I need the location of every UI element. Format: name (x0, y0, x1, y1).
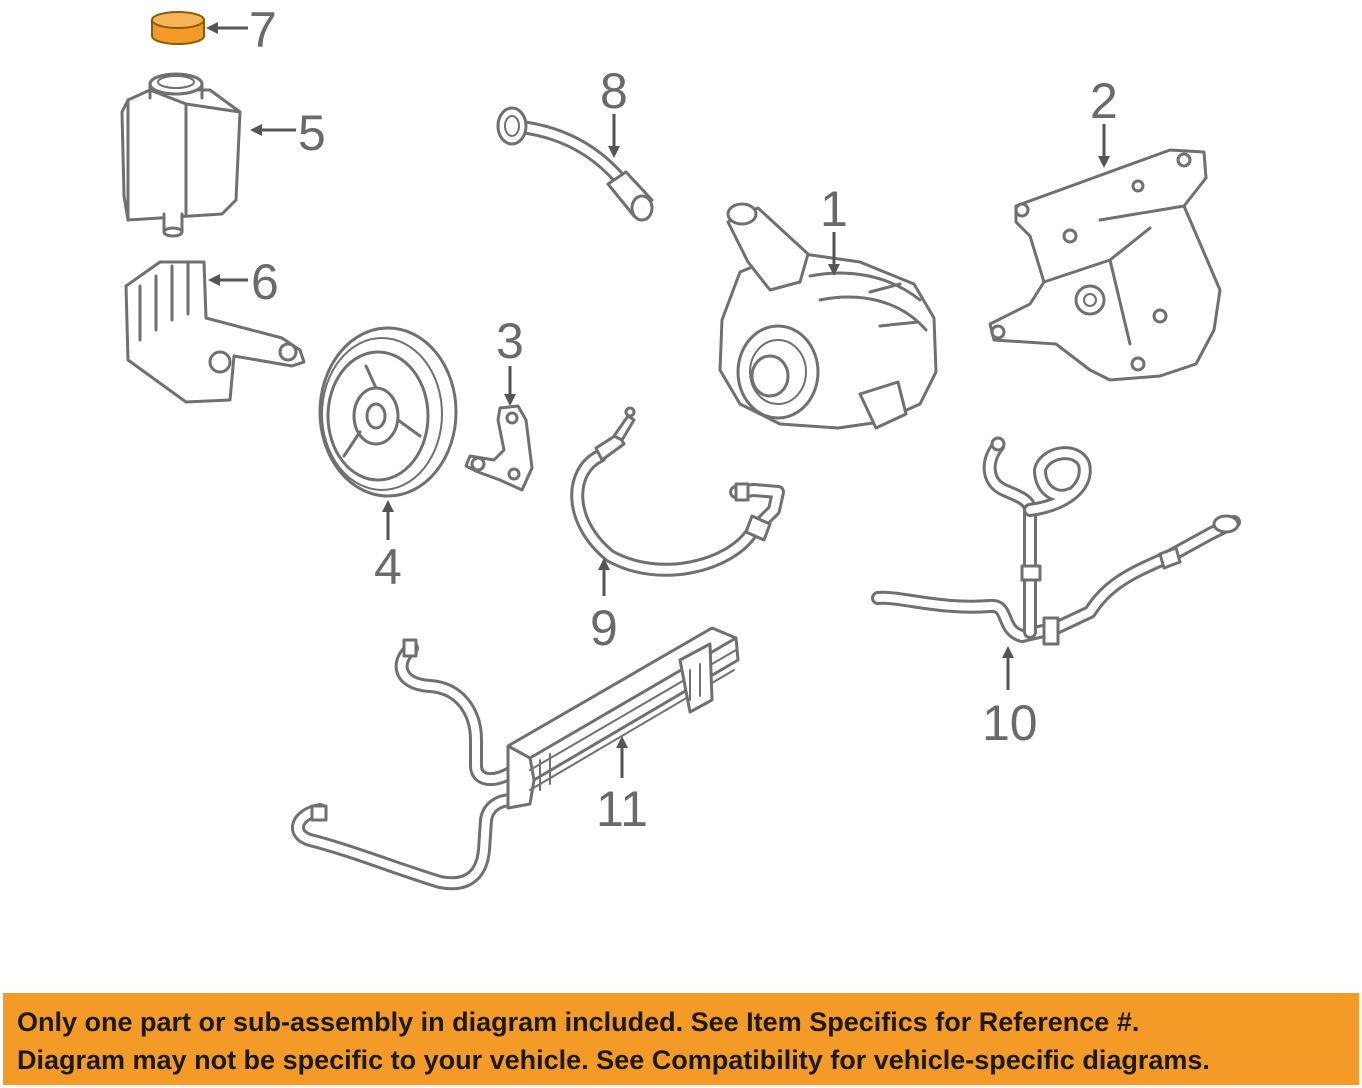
callout-4: 4 (374, 539, 402, 595)
callout-arrow-9 (598, 558, 610, 596)
callout-1: 1 (820, 181, 848, 237)
callout-3: 3 (496, 313, 524, 369)
part-2-pump-mounting-bracket[interactable] (988, 148, 1222, 382)
callout-6: 6 (251, 254, 279, 310)
part-1-power-steering-pump[interactable] (718, 202, 938, 430)
callout-11: 11 (596, 781, 648, 837)
disclaimer-line-2: Diagram may not be specific to your vehi… (17, 1045, 1210, 1075)
part-10-return-hose-assembly[interactable] (871, 436, 1241, 646)
callout-arrow-2 (1098, 124, 1110, 168)
callout-8: 8 (600, 63, 628, 119)
callout-arrow-5 (250, 124, 296, 136)
callout-5: 5 (298, 105, 326, 161)
callout-arrow-6 (208, 274, 248, 286)
callout-2: 2 (1090, 73, 1118, 129)
callout-7: 7 (249, 2, 277, 58)
part-5-reservoir[interactable] (120, 72, 242, 238)
disclaimer-line-1: Only one part or sub-assembly in diagram… (17, 1007, 1140, 1037)
callout-9: 9 (590, 600, 618, 656)
callout-arrow-4 (382, 500, 394, 540)
part-11-oil-cooler[interactable] (291, 626, 740, 891)
part-7-reservoir-cap[interactable] (151, 11, 205, 45)
callout-10: 10 (982, 695, 1038, 751)
parts-diagram: 7 5 6 (120, 2, 1241, 891)
callout-arrow-7 (206, 22, 248, 34)
part-3-bracket[interactable] (464, 404, 534, 492)
disclaimer-banner: Only one part or sub-assembly in diagram… (3, 993, 1359, 1085)
part-8-inlet-hose[interactable] (496, 106, 654, 222)
part-9-pressure-hose[interactable] (570, 406, 785, 577)
callout-arrow-11 (616, 736, 628, 778)
callout-arrow-3 (504, 366, 516, 406)
part-6-reservoir-bracket[interactable] (124, 260, 306, 404)
callout-arrow-8 (608, 114, 620, 158)
callout-arrow-10 (1002, 646, 1014, 690)
callout-arrow-1 (828, 232, 840, 276)
part-4-pulley[interactable] (318, 326, 458, 498)
